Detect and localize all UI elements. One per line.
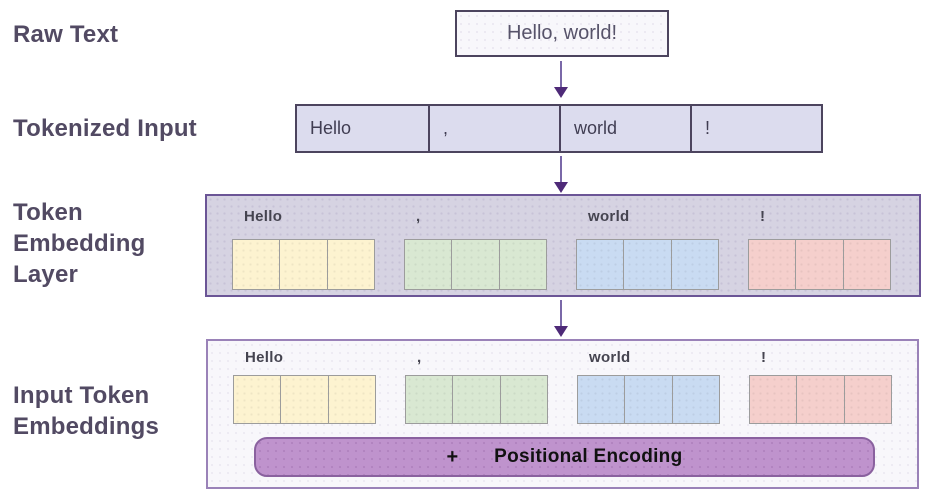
embedding-group-exclamation: ! — [748, 208, 891, 293]
arrow-shaft — [560, 300, 562, 326]
embedding-vector — [232, 239, 375, 290]
vector-cell — [233, 240, 279, 289]
positional-encoding-pill: + Positional Encoding — [254, 437, 875, 477]
embedding-vector — [405, 375, 548, 424]
positional-encoding-label: Positional Encoding — [494, 446, 683, 467]
vector-cell — [326, 240, 374, 289]
stage-label-raw-text: Raw Text — [13, 21, 119, 48]
vector-cell — [670, 240, 718, 289]
vector-cell — [451, 240, 498, 289]
raw-text-value: Hello, world! — [506, 22, 618, 44]
stage-label-input-token-embeddings: Input Token Embeddings — [13, 382, 160, 440]
stage-label-token-embedding-layer: Token Embedding Layer — [13, 199, 146, 288]
vector-cell — [406, 376, 452, 423]
vector-cell — [234, 376, 280, 423]
group-label: Hello — [245, 349, 284, 366]
vector-cell — [671, 376, 719, 423]
arrow-down-icon — [554, 61, 568, 98]
token-cell: Hello — [310, 118, 352, 138]
arrow-down-icon — [554, 300, 568, 337]
vector-cell — [577, 240, 623, 289]
vector-cell — [327, 376, 375, 423]
vector-cell — [578, 376, 624, 423]
arrow-head — [554, 87, 568, 98]
embedding-group-exclamation: ! — [749, 349, 892, 429]
stage-label-tokenized-input: Tokenized Input — [13, 115, 197, 142]
vector-cell — [750, 376, 796, 423]
vector-cell — [452, 376, 499, 423]
vector-cell — [405, 240, 451, 289]
group-label: Hello — [244, 208, 283, 225]
arrow-shaft — [560, 61, 562, 87]
arrow-head — [554, 326, 568, 337]
vector-cell — [624, 376, 671, 423]
embedding-vector — [233, 375, 376, 424]
vector-cell — [498, 240, 546, 289]
arrow-head — [554, 182, 568, 193]
vector-cell — [795, 240, 842, 289]
vector-cell — [280, 376, 327, 423]
vector-cell — [796, 376, 843, 423]
token-cell: , — [428, 106, 559, 151]
arrow-down-icon — [554, 156, 568, 193]
vector-cell — [843, 376, 891, 423]
tokenized-input-table: Hello , world ! — [295, 104, 823, 153]
embedding-group-hello: Hello — [232, 208, 375, 293]
embedding-vector — [749, 375, 892, 424]
arrow-shaft — [560, 156, 562, 182]
token-cell: ! — [690, 106, 821, 151]
embedding-group-comma: , — [405, 349, 548, 429]
embedding-group-comma: , — [404, 208, 547, 293]
vector-cell — [279, 240, 326, 289]
embedding-vector — [576, 239, 719, 290]
group-label: world — [588, 208, 630, 225]
embedding-vector — [577, 375, 720, 424]
group-label: ! — [760, 208, 766, 225]
group-label: ! — [761, 349, 767, 366]
embedding-group-hello: Hello — [233, 349, 376, 429]
embedding-group-world: world — [577, 349, 720, 429]
embedding-vector — [748, 239, 891, 290]
input-token-embeddings-box: Hello , world ! — [206, 339, 919, 489]
embedding-vector — [404, 239, 547, 290]
group-label: , — [417, 349, 422, 366]
token-embedding-layer-box: Hello , world ! — [205, 194, 921, 297]
vector-cell — [749, 240, 795, 289]
vector-cell — [842, 240, 890, 289]
vector-cell — [499, 376, 547, 423]
raw-text-box: Hello, world! — [455, 10, 669, 57]
vector-cell — [623, 240, 670, 289]
group-label: , — [416, 208, 421, 225]
token-cell: world — [559, 106, 690, 151]
plus-icon: + — [446, 445, 459, 468]
group-label: world — [589, 349, 631, 366]
embedding-group-world: world — [576, 208, 719, 293]
